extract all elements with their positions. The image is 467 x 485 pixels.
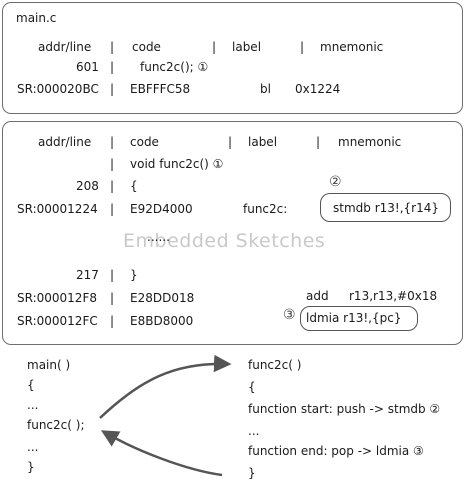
left-code-line: {	[27, 378, 35, 392]
right-code-line: {	[248, 380, 256, 394]
main-c-panel	[2, 2, 463, 114]
panel1-row2-addr: SR:000020BC	[17, 82, 99, 96]
panel2-row2-sep: |	[110, 179, 115, 193]
watermark: Embedded Sketches	[123, 230, 326, 252]
panel2-row5-addr: SR:000012F8	[17, 291, 97, 305]
left-code-line: ...	[27, 440, 39, 454]
left-code-line: main( )	[27, 358, 71, 372]
panel1-title: main.c	[16, 11, 57, 25]
panel1-row2-op: bl	[260, 82, 271, 96]
panel2-header-code: code	[130, 135, 159, 149]
panel2-row1-sep: |	[110, 157, 115, 171]
panel1-row2-arg: 0x1224	[295, 82, 341, 96]
panel2-row3-label: func2c:	[243, 202, 288, 216]
panel1-row1-code: func2c(); ①	[140, 60, 209, 74]
panel2-row2-addr: 208	[76, 179, 99, 193]
panel2-row4-sep: |	[110, 268, 115, 282]
right-code-line: }	[248, 466, 256, 480]
panel2-header-label: label	[248, 135, 278, 149]
panel2-row3-mnemonic: stmdb r13!,{r14}	[333, 201, 439, 215]
panel2-row1-code: void func2c() ①	[130, 157, 224, 171]
panel1-row2-code: EBFFFC58	[130, 82, 191, 96]
panel1-header-code: code	[132, 40, 161, 54]
panel1-header-sep: |	[300, 40, 305, 54]
panel2-row5-op: add	[306, 289, 329, 303]
right-code-line: func2c( )	[248, 358, 302, 372]
panel2-row5-code: E28DD018	[130, 291, 195, 305]
panel1-header-sep: |	[110, 40, 115, 54]
left-code-line: func2c( );	[27, 418, 85, 432]
marker-2: ②	[329, 174, 342, 190]
panel1-row2-sep: |	[110, 82, 115, 96]
panel1-header-addr: addr/line	[38, 40, 92, 54]
panel2-header-sep: |	[316, 135, 321, 149]
panel1-header-mnemonic: mnemonic	[320, 40, 384, 54]
func2c-panel	[2, 121, 463, 345]
panel2-row6-sep: |	[110, 314, 115, 328]
call-arrow	[99, 354, 232, 419]
return-arrow	[100, 430, 223, 477]
ldmia-highlight-box	[300, 306, 418, 331]
panel2-row6-code: E8BD8000	[130, 314, 194, 328]
panel2-row4-code: }	[130, 268, 138, 282]
panel2-row5-arg: r13,r13,#0x18	[349, 289, 438, 303]
panel2-row6-mnemonic: ldmia r13!,{pc}	[306, 311, 402, 325]
panel2-header-sep: |	[110, 135, 115, 149]
right-code-line: ...	[248, 424, 260, 438]
panel1-row1-sep: |	[110, 60, 115, 74]
right-code-line: function start: push -> stmdb ②	[248, 402, 441, 416]
panel2-row2-code: {	[130, 179, 138, 193]
panel1-header-sep: |	[212, 40, 217, 54]
panel2-row3-code: E92D4000	[130, 202, 193, 216]
panel2-row6-addr: SR:000012FC	[17, 314, 98, 328]
panel2-row5-sep: |	[110, 291, 115, 305]
panel1-row1-addr: 601	[76, 60, 99, 74]
right-code-line: function end: pop -> ldmia ③	[248, 444, 424, 458]
panel2-row4-addr: 217	[76, 268, 99, 282]
ellipsis: ......	[147, 230, 170, 244]
panel2-header-sep: |	[228, 135, 233, 149]
stmdb-highlight-box	[320, 193, 451, 222]
panel2-row3-sep: |	[110, 202, 115, 216]
panel2-row3-addr: SR:00001224	[17, 202, 98, 216]
panel2-header-mnemonic: mnemonic	[338, 135, 402, 149]
left-code-line: }	[27, 460, 35, 474]
marker-3: ③	[283, 307, 296, 323]
panel1-header-label: label	[232, 40, 262, 54]
panel2-header-addr: addr/line	[38, 135, 92, 149]
left-code-line: ...	[27, 398, 39, 412]
